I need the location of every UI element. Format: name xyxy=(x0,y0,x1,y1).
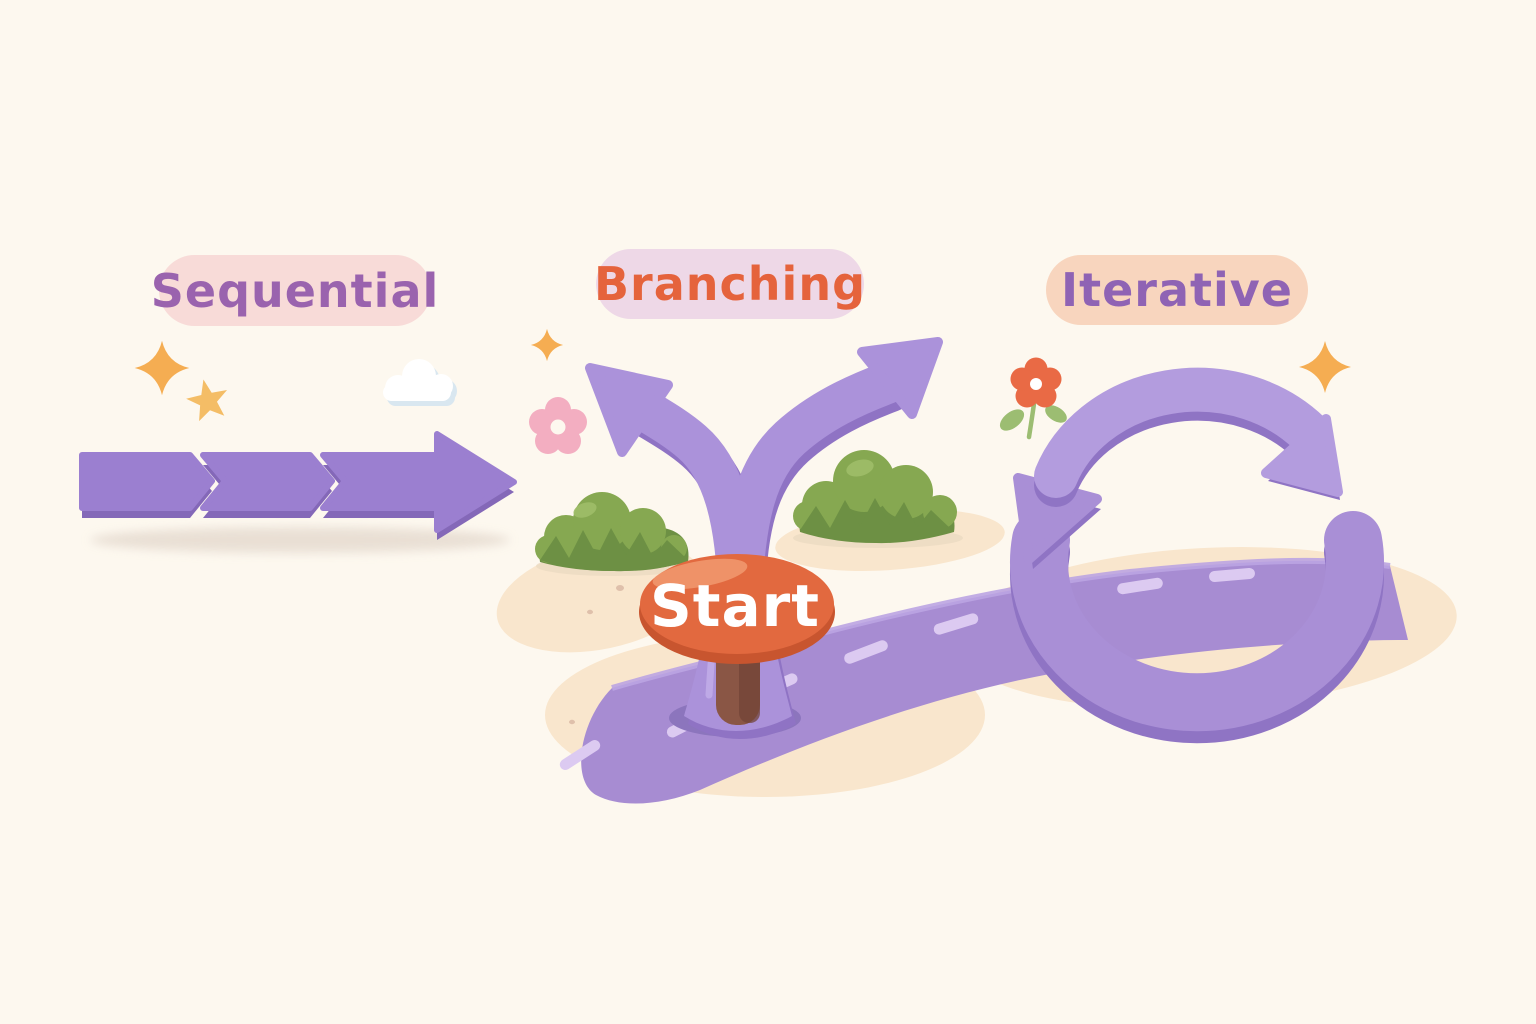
loop-top-arc xyxy=(1034,367,1331,498)
cloud-icon xyxy=(383,359,457,406)
label-pill xyxy=(596,249,864,319)
start-sign: Start xyxy=(639,554,835,725)
label-pill xyxy=(159,255,431,326)
road-surface xyxy=(581,560,1408,804)
label-text-iterative: Iterative xyxy=(1061,263,1293,317)
arrow-shadow xyxy=(90,527,510,553)
branch-arrowhead-left xyxy=(585,363,673,457)
sign-highlight xyxy=(652,558,748,590)
chevron-segment xyxy=(200,452,335,511)
sequential-arrow-icon xyxy=(79,431,517,553)
bush-highlight xyxy=(846,459,874,477)
chevron-arrowhead-segment xyxy=(320,431,517,533)
label-pill xyxy=(1046,255,1308,325)
road-dashes xyxy=(559,567,1255,771)
chevron-segment xyxy=(79,452,215,511)
label-iterative: Iterative xyxy=(1046,255,1308,325)
bush-spikes xyxy=(540,528,688,572)
bush-icon xyxy=(793,450,963,548)
label-text-sequential: Sequential xyxy=(151,264,440,318)
start-sign-label: Start xyxy=(650,572,820,640)
bush-icon xyxy=(535,492,692,576)
pink-flower-icon xyxy=(529,397,587,454)
label-sequential: Sequential xyxy=(151,255,440,326)
iterative-loop-icon xyxy=(1010,367,1384,744)
label-branching: Branching xyxy=(594,249,866,319)
flower-leaf xyxy=(1045,405,1067,423)
flower-center xyxy=(550,419,566,435)
orange-flower-icon xyxy=(999,357,1067,440)
bush-highlight xyxy=(573,502,597,518)
loop-arrowhead-right xyxy=(1261,414,1343,497)
cloud-body xyxy=(383,359,453,401)
label-text-branching: Branching xyxy=(594,257,866,311)
bush-spikes xyxy=(800,498,952,542)
arrow-segments xyxy=(79,431,517,533)
flower-center xyxy=(1030,378,1042,390)
flower-leaf xyxy=(999,409,1025,431)
branch-right xyxy=(720,362,908,621)
branch-arrowhead-right xyxy=(857,337,943,419)
loop-bottom-band xyxy=(1010,511,1384,732)
flower-petals xyxy=(1010,357,1062,408)
